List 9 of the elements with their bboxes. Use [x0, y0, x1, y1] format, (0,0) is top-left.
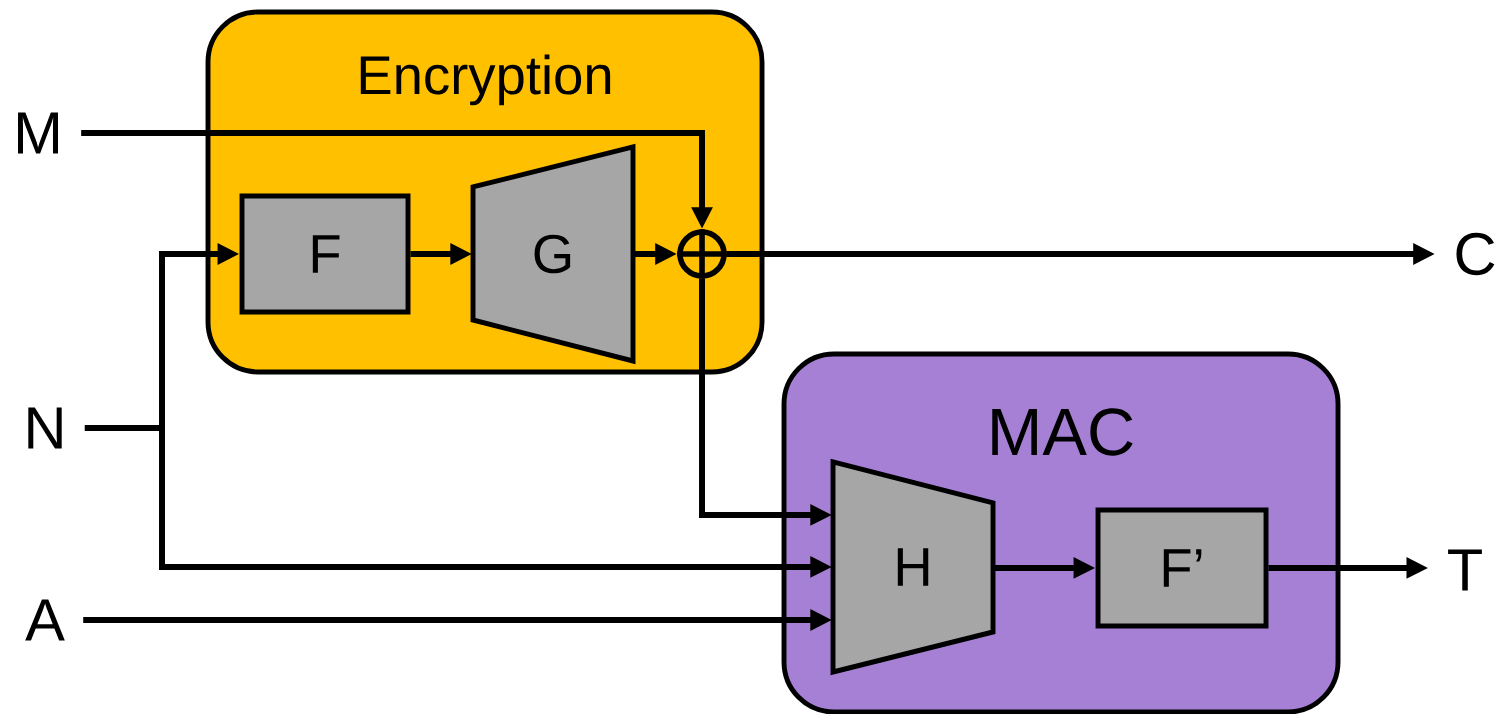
function-block: F: [239, 193, 411, 315]
signal-label: C: [1456, 232, 1495, 276]
signal-label: A: [25, 599, 65, 641]
trapezoid-block: G: [470, 143, 636, 365]
signal-label: N: [28, 407, 62, 449]
signal-label: T: [1448, 549, 1482, 591]
function-block: F’: [1095, 507, 1269, 629]
xor-symbol: [674, 226, 730, 282]
signal-label: M: [18, 112, 58, 154]
